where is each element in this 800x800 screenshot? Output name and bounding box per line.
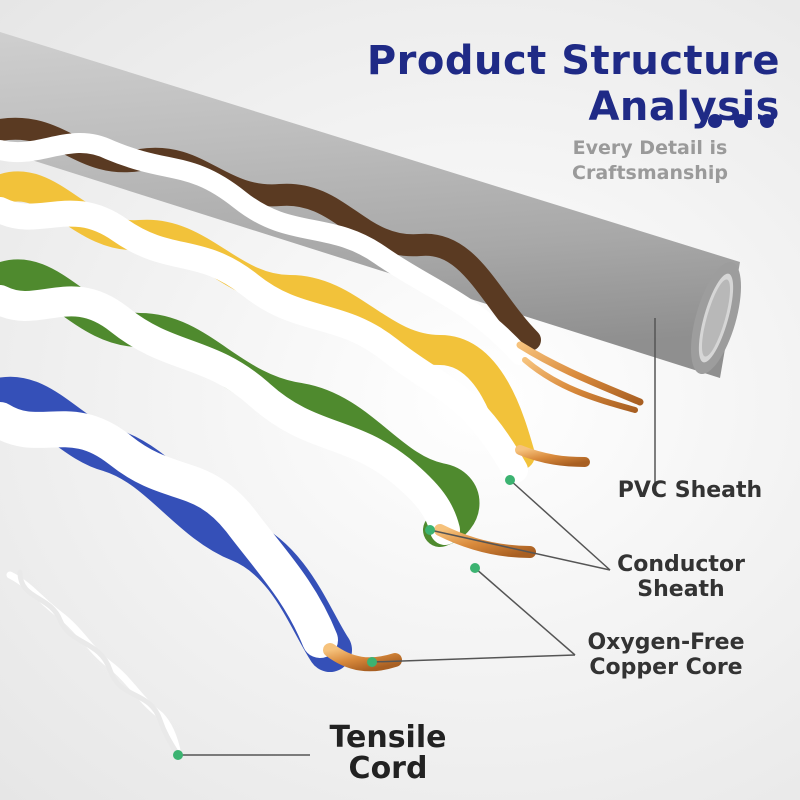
tensile-cord-label: Tensile Cord xyxy=(318,722,458,784)
marker-dot xyxy=(470,563,480,573)
marker-dot xyxy=(505,475,515,485)
page-title: Product Structure Analysis xyxy=(366,38,780,130)
conductor-sheath-line-1: Conductor xyxy=(617,552,745,577)
leader-lines xyxy=(178,318,656,756)
decorative-dots xyxy=(708,114,788,130)
marker-dots xyxy=(173,475,515,760)
dot-icon xyxy=(760,114,774,128)
marker-dot xyxy=(425,525,435,535)
conductor-sheath-line-2: Sheath xyxy=(637,577,725,602)
conductor-leader-2 xyxy=(429,529,611,571)
tensile-cord-line-1: Tensile xyxy=(329,720,447,755)
copper-core-line-2: Copper Core xyxy=(589,655,743,680)
conductor-sheath-label: Conductor Sheath xyxy=(596,552,766,602)
pvc-sheath-label: PVC Sheath xyxy=(617,478,763,503)
brown-white-pair xyxy=(0,117,644,413)
dot-icon xyxy=(708,114,722,128)
copper-leader-1 xyxy=(474,567,576,656)
copper-core-label: Oxygen-Free Copper Core xyxy=(566,630,766,680)
marker-dot xyxy=(367,657,377,667)
tensile-cord xyxy=(6,569,182,759)
conductor-leader-1 xyxy=(509,479,611,571)
pvc-sheath-tube xyxy=(0,32,742,378)
subtitle-line-1: Every Detail is xyxy=(572,137,728,159)
subtitle-line-2: Craftsmanship xyxy=(572,162,728,184)
subtitle: Every Detail is Craftsmanship xyxy=(560,136,740,186)
marker-dot xyxy=(173,750,183,760)
yellow-white-pair xyxy=(0,171,590,483)
copper-leader-2 xyxy=(371,654,576,663)
tensile-cord-line-2: Cord xyxy=(348,751,428,786)
dot-icon xyxy=(734,114,748,128)
copper-core-line-1: Oxygen-Free xyxy=(587,630,745,655)
